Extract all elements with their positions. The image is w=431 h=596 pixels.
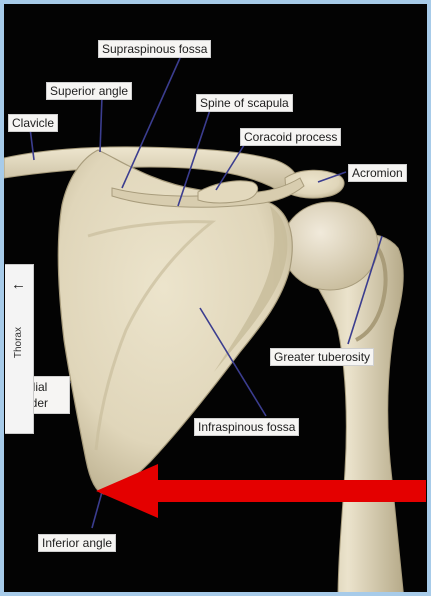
leader-superior-angle [100,96,102,152]
humeral-head [282,202,378,290]
label-supraspinous-fossa: Supraspinous fossa [98,40,211,58]
leader-supraspinous-fossa [122,58,180,188]
label-superior-angle: Superior angle [46,82,132,100]
label-acromion: Acromion [348,164,407,182]
label-infraspinous-fossa: Infraspinous fossa [194,418,299,436]
label-coracoid-process: Coracoid process [240,128,341,146]
thorax-tab-label: Thorax [13,327,24,358]
label-inferior-angle: Inferior angle [38,534,116,552]
label-spine-of-scapula: Spine of scapula [196,94,293,112]
leader-inferior-angle [92,492,102,528]
thorax-side-tab[interactable]: ← Thorax [5,264,34,434]
left-arrow-icon: ← [11,277,26,292]
label-clavicle: Clavicle [8,114,58,132]
label-greater-tuberosity: Greater tuberosity [270,348,374,366]
